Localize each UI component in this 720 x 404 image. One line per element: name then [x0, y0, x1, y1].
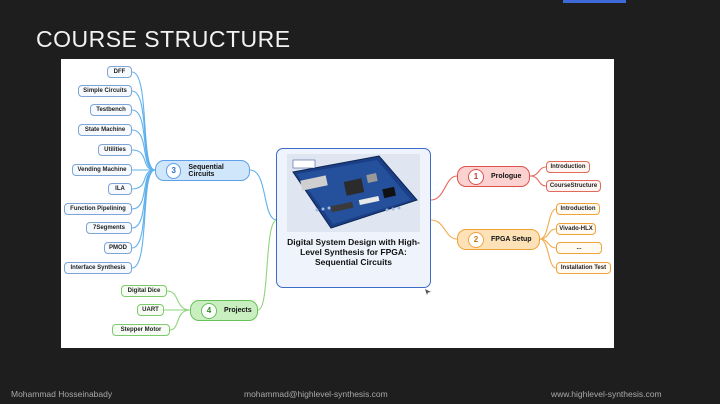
fpga-board-image	[287, 154, 420, 232]
branch-number-badge: 3	[166, 162, 182, 179]
mindmap-node-interface-synthesis[interactable]: Interface Synthesis	[64, 262, 132, 274]
mindmap-center-node[interactable]: Digital System Design with High-Level Sy…	[276, 148, 431, 288]
branch-label: Sequential Circuits	[188, 163, 224, 178]
projects-connectors	[164, 219, 278, 331]
mindmap-node-simple-circuits[interactable]: Simple Circuits	[78, 85, 132, 97]
branch-number-badge: 1	[468, 168, 484, 185]
branch-number-badge: 2	[468, 231, 484, 248]
footer-website[interactable]: www.highlevel-synthesis.com	[551, 389, 662, 399]
mindmap-node-dff[interactable]: DFF	[107, 66, 132, 78]
slide-title: COURSE STRUCTURE	[36, 26, 291, 52]
mindmap-node-function-pipelining[interactable]: Function Pipelining	[64, 203, 132, 215]
mindmap-node-vivado-hlx[interactable]: Vivado-HLX	[556, 223, 596, 235]
mindmap-node-pmod[interactable]: PMOD	[104, 242, 132, 254]
branch-number-badge: 4	[201, 302, 217, 319]
top-accent-bar	[563, 0, 626, 3]
mindmap-node-vending-machine[interactable]: Vending Machine	[72, 164, 132, 176]
branch-sequential-circuits[interactable]: 3 Sequential Circuits	[155, 160, 250, 181]
branch-projects[interactable]: 4 Projects	[190, 300, 258, 321]
footer-author: Mohammad Hosseinabady	[11, 389, 113, 399]
mindmap-node-7segments[interactable]: 7Segments	[86, 222, 132, 234]
mindmap-node-stepper-motor[interactable]: Stepper Motor	[112, 324, 170, 336]
mindmap-node-testbench[interactable]: Testbench	[90, 104, 132, 116]
mindmap-node-uart[interactable]: UART	[137, 304, 164, 316]
footer-email[interactable]: mohammad@highlevel-synthesis.com	[244, 389, 388, 399]
mindmap-node-course-structure[interactable]: CourseStructure	[546, 180, 601, 192]
sequential-connectors	[131, 71, 278, 269]
mindmap-node-ila[interactable]: ILA	[108, 183, 132, 195]
mindmap-node-utilities[interactable]: Utilities	[98, 144, 132, 156]
center-title: Digital System Design with High-Level Sy…	[287, 237, 420, 267]
mindmap-node-ellipsis[interactable]: ...	[556, 242, 602, 254]
mindmap-node-digital-dice[interactable]: Digital Dice	[121, 285, 167, 297]
branch-label: Prologue	[491, 173, 522, 180]
prologue-connectors	[430, 166, 547, 201]
mindmap-node-introduction[interactable]: Introduction	[546, 161, 590, 173]
branch-fpga-setup[interactable]: 2 FPGA Setup	[457, 229, 540, 250]
mindmap-node-state-machine[interactable]: State Machine	[78, 124, 132, 136]
branch-prologue[interactable]: 1 Prologue	[457, 166, 530, 187]
mouse-cursor-icon	[425, 289, 431, 295]
branch-label: Projects	[224, 307, 252, 314]
fpga-connectors	[430, 208, 557, 269]
mindmap-node-fpga-introduction[interactable]: Introduction	[556, 203, 600, 215]
mindmap-node-installation-test[interactable]: Installation Test	[556, 262, 611, 274]
branch-label: FPGA Setup	[491, 236, 532, 243]
